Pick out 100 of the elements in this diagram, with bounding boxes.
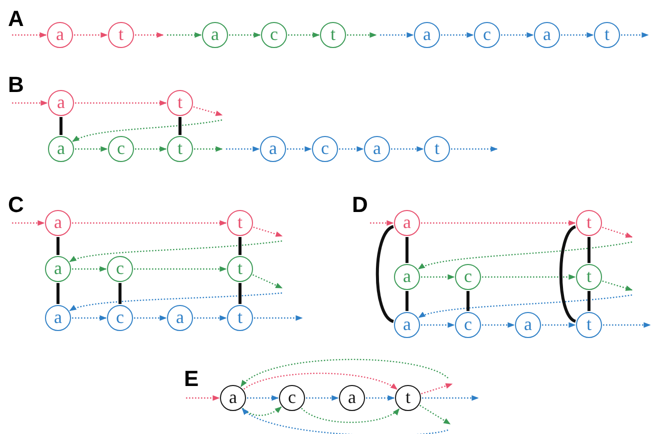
letter-node: a <box>45 256 71 282</box>
letter-node: a <box>48 136 74 162</box>
letter-node: t <box>227 305 253 331</box>
letter-node: a <box>220 385 246 411</box>
arrow <box>482 274 576 280</box>
letter-node: a <box>414 22 440 48</box>
letter-node: a <box>534 22 560 48</box>
panel-letter: A <box>8 8 24 30</box>
arrow <box>134 315 167 321</box>
arrow <box>193 106 223 116</box>
panel-letter: C <box>8 194 24 216</box>
letter-node: a <box>394 264 420 290</box>
letter-node: t <box>320 22 346 48</box>
letter-node: c <box>474 22 500 48</box>
arrow <box>194 315 227 321</box>
arrow <box>242 406 282 416</box>
letter-node: a <box>364 136 390 162</box>
arrow <box>301 408 400 423</box>
arrow <box>603 322 651 328</box>
panel-letter: E <box>184 368 199 390</box>
arrow <box>441 32 474 38</box>
connector-line <box>588 237 590 263</box>
arrow <box>72 220 227 226</box>
arrow <box>72 315 107 321</box>
connector-line <box>376 225 394 323</box>
arrow <box>12 220 45 226</box>
arrow <box>135 146 167 152</box>
connector-line <box>56 237 60 255</box>
letter-node: a <box>339 385 365 411</box>
arrow <box>75 146 108 152</box>
arrow <box>186 395 220 401</box>
letter-node: a <box>394 210 420 236</box>
arrow <box>72 266 107 272</box>
arrow <box>421 220 576 226</box>
connector-line <box>60 117 62 135</box>
arrow <box>421 274 455 280</box>
arrow <box>69 292 282 312</box>
arrow <box>339 146 364 152</box>
arrow <box>12 32 47 38</box>
letter-node: a <box>45 210 71 236</box>
arrow <box>621 32 649 38</box>
letter-node: a <box>260 136 286 162</box>
connector-line <box>178 117 182 135</box>
panel-letter: D <box>352 194 368 216</box>
arrow <box>74 32 108 38</box>
letter-node: a <box>202 22 228 48</box>
arrow <box>420 404 451 425</box>
letter-node: t <box>227 256 253 282</box>
arrow <box>380 32 414 38</box>
letter-node: t <box>576 312 602 338</box>
connector-line <box>406 237 408 263</box>
letter-node: a <box>515 312 541 338</box>
arrow <box>602 280 633 291</box>
letter-node: t <box>227 210 253 236</box>
arrow <box>418 241 632 270</box>
arrow <box>366 395 395 401</box>
arrow <box>167 32 202 38</box>
arrow <box>421 322 455 328</box>
arrow <box>306 395 339 401</box>
panel-letter: B <box>8 74 24 96</box>
arrow <box>72 119 222 142</box>
letter-node: c <box>279 385 305 411</box>
letter-node: a <box>394 312 420 338</box>
letter-node: t <box>594 22 620 48</box>
arrow <box>501 32 534 38</box>
arrow <box>451 146 498 152</box>
letter-node: t <box>167 136 193 162</box>
arrow <box>482 322 515 328</box>
arrow <box>370 220 394 226</box>
letter-node: c <box>261 22 287 48</box>
letter-node: a <box>45 305 71 331</box>
arrow <box>247 395 279 401</box>
connector-line <box>559 225 576 323</box>
letter-node: c <box>312 136 338 162</box>
arrow <box>252 274 283 289</box>
arrow <box>421 383 453 394</box>
connector-line <box>56 283 60 304</box>
connector-line <box>238 283 242 304</box>
arrow <box>229 32 261 38</box>
arrow <box>391 146 424 152</box>
letter-node: c <box>455 312 481 338</box>
connector-line <box>406 291 408 311</box>
arrow <box>542 322 576 328</box>
letter-node: t <box>167 90 193 116</box>
connector-line <box>466 291 470 311</box>
arrow <box>226 146 260 152</box>
arrow <box>288 32 320 38</box>
arrow <box>69 240 282 262</box>
arrow <box>75 100 167 106</box>
letter-node: a <box>48 90 74 116</box>
letter-node: c <box>455 264 481 290</box>
letter-node: a <box>167 305 193 331</box>
connector-line <box>238 237 242 255</box>
arrow <box>347 32 377 38</box>
arrow <box>12 100 48 106</box>
letter-node: c <box>107 256 133 282</box>
letter-node: t <box>108 22 134 48</box>
arrow <box>240 358 448 387</box>
letter-node: t <box>424 136 450 162</box>
letter-node: t <box>576 210 602 236</box>
